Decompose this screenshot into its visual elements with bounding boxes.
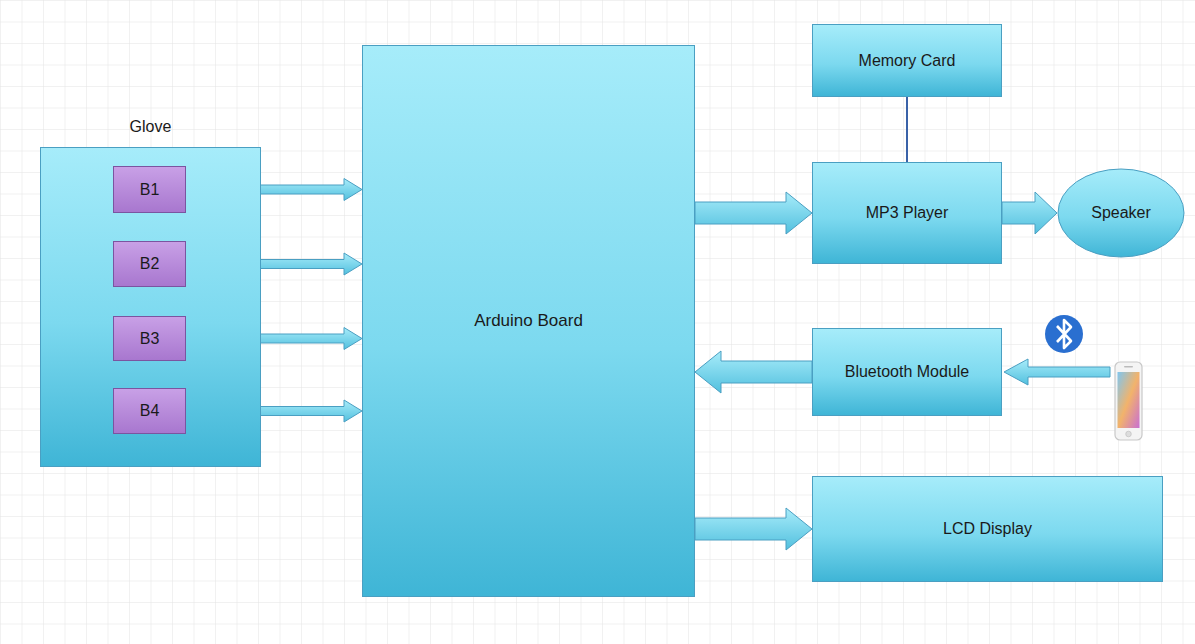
lcd-display-box: LCD Display bbox=[812, 476, 1163, 582]
block-arrow bbox=[1002, 192, 1057, 234]
node-label: Speaker bbox=[1085, 204, 1157, 222]
connector-line bbox=[906, 97, 908, 162]
button-box: B2 bbox=[113, 241, 186, 287]
button-box: B3 bbox=[113, 316, 186, 361]
node-label: B4 bbox=[134, 402, 166, 420]
glove-panel: GloveB1B2B3B4 bbox=[40, 147, 261, 467]
block-arrow bbox=[695, 192, 812, 234]
node-label: Memory Card bbox=[853, 52, 962, 70]
button-box: B1 bbox=[113, 166, 186, 213]
panel-heading: Glove bbox=[41, 118, 260, 136]
block-arrow bbox=[695, 508, 812, 550]
node-label: MP3 Player bbox=[860, 204, 955, 222]
smartphone-icon bbox=[1115, 362, 1142, 440]
block-arrow bbox=[695, 351, 812, 393]
bluetooth-icon bbox=[1045, 315, 1083, 353]
node-label: Arduino Board bbox=[468, 311, 589, 331]
node-label: B3 bbox=[134, 330, 166, 348]
phone-arrow bbox=[1004, 359, 1110, 385]
node-label: LCD Display bbox=[937, 520, 1038, 538]
button-box: B4 bbox=[113, 388, 186, 434]
memory-card-box: Memory Card bbox=[812, 24, 1002, 97]
node-label: B2 bbox=[134, 255, 166, 273]
node-label: Bluetooth Module bbox=[839, 363, 976, 381]
bluetooth-module-box: Bluetooth Module bbox=[812, 328, 1002, 416]
speaker-ellipse: Speaker bbox=[1057, 168, 1185, 258]
mp3-player-box: MP3 Player bbox=[812, 162, 1002, 264]
node-label: B1 bbox=[134, 181, 166, 199]
arduino-box: Arduino Board bbox=[362, 45, 695, 597]
